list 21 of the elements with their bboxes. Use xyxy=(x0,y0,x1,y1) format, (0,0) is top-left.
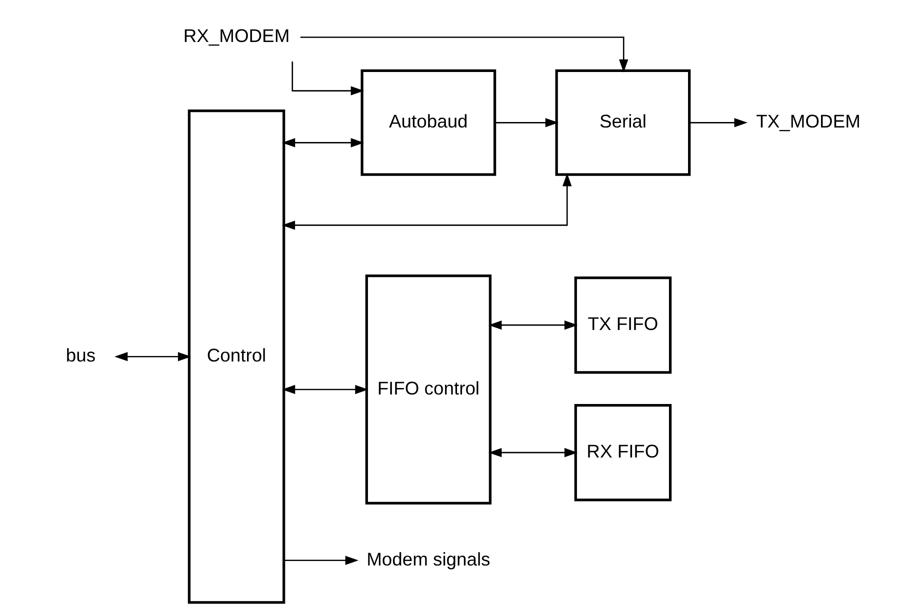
arrow xyxy=(281,173,572,230)
arrow xyxy=(494,118,558,128)
arrow xyxy=(281,384,368,394)
node-text: bus xyxy=(65,344,96,366)
node-box: Control xyxy=(187,110,285,604)
node-box: FIFO control xyxy=(364,274,492,505)
arrow xyxy=(281,138,364,148)
arrow xyxy=(688,118,747,128)
node-box: Autobaud xyxy=(360,69,496,176)
arrow xyxy=(300,36,628,72)
arrow xyxy=(283,556,358,565)
arrow xyxy=(114,352,191,362)
node-text: RX_MODEM xyxy=(182,25,290,46)
arrow xyxy=(488,448,578,458)
arrow xyxy=(488,320,578,330)
node-box: RX FIFO xyxy=(574,404,672,502)
node-box: Serial xyxy=(554,69,690,176)
node-text: Modem signals xyxy=(366,548,490,570)
arrow xyxy=(291,62,364,96)
node-box: TX FIFO xyxy=(574,276,672,374)
node-text: TX_MODEM xyxy=(756,110,860,132)
